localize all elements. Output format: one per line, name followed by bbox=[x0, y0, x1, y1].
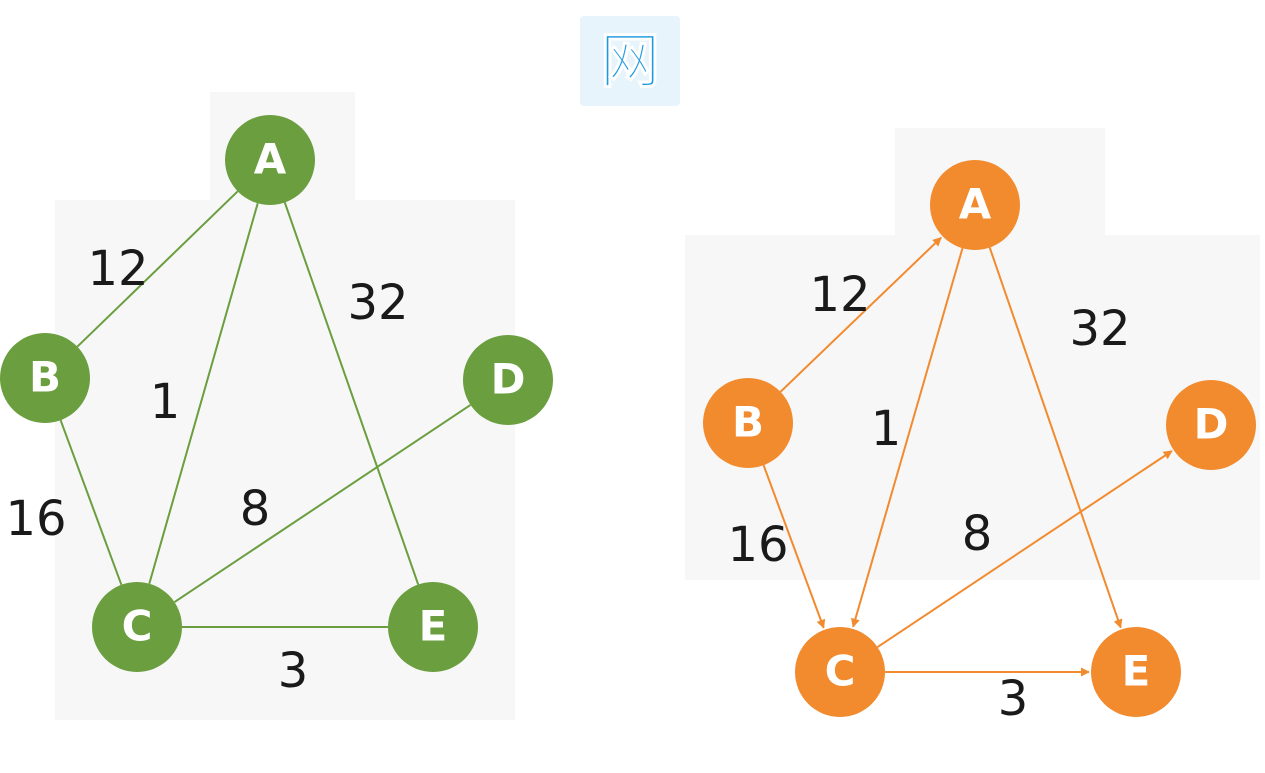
node-d-label: D bbox=[1194, 400, 1229, 449]
node-c: C bbox=[795, 627, 885, 717]
undirected-graph-edge-labels: 12 1 32 16 8 3 bbox=[5, 241, 408, 699]
node-a-circle bbox=[930, 160, 1020, 250]
directed-graph-edges bbox=[762, 236, 1173, 677]
node-d-label: D bbox=[491, 355, 526, 404]
directed-graph-edge-labels: 12 1 32 16 8 3 bbox=[727, 267, 1130, 727]
edge-b-a bbox=[76, 190, 239, 348]
edge-a-c bbox=[148, 203, 259, 584]
edge-b-c bbox=[59, 419, 123, 586]
node-b-label: B bbox=[29, 353, 61, 402]
node-b: B bbox=[0, 333, 90, 423]
edge-weight-c-d: 8 bbox=[962, 506, 993, 562]
edge-weight-a-e: 32 bbox=[347, 275, 408, 331]
node-a-label: A bbox=[254, 135, 287, 184]
edge-a-e bbox=[988, 247, 1123, 629]
edge-weight-b-c: 16 bbox=[727, 517, 788, 573]
edge-c-d bbox=[876, 450, 1173, 648]
node-b-circle bbox=[0, 333, 90, 423]
edge-weight-b-a: 12 bbox=[809, 267, 870, 323]
node-e-circle bbox=[388, 582, 478, 672]
edge-weight-a-e: 32 bbox=[1069, 301, 1130, 357]
edge-weight-b-c: 16 bbox=[5, 491, 66, 547]
node-d: D bbox=[1166, 380, 1256, 470]
edge-a-c bbox=[851, 247, 964, 628]
edge-weight-c-d: 8 bbox=[240, 481, 271, 537]
node-c-circle bbox=[92, 582, 182, 672]
node-e-circle bbox=[1091, 627, 1181, 717]
edge-weight-c-e: 3 bbox=[278, 643, 309, 699]
node-d-circle bbox=[1166, 380, 1256, 470]
edge-b-c bbox=[762, 464, 826, 629]
node-b-circle bbox=[703, 378, 793, 468]
node-e-label: E bbox=[1122, 647, 1151, 696]
logo: 网 bbox=[580, 16, 680, 106]
directed-graph-nodes: A B C D E bbox=[703, 160, 1256, 717]
undirected-graph-nodes: A B C D E bbox=[0, 115, 553, 672]
node-e-label: E bbox=[419, 602, 448, 651]
directed-graph: 12 1 32 16 8 3 A B C D E bbox=[703, 160, 1256, 727]
edge-b-a bbox=[779, 236, 942, 393]
edge-weight-b-a: 12 bbox=[87, 241, 148, 297]
node-c-label: C bbox=[122, 602, 153, 651]
logo-glyph: 网 bbox=[600, 27, 660, 97]
edge-weight-a-c: 1 bbox=[150, 374, 181, 430]
undirected-graph: 12 1 32 16 8 3 A B C D E bbox=[0, 115, 553, 699]
node-e: E bbox=[388, 582, 478, 672]
node-e: E bbox=[1091, 627, 1181, 717]
edge-c-d bbox=[173, 404, 472, 603]
edge-weight-c-e: 3 bbox=[998, 671, 1029, 727]
node-d: D bbox=[463, 335, 553, 425]
node-b: B bbox=[703, 378, 793, 468]
node-c: C bbox=[92, 582, 182, 672]
logo-background bbox=[580, 16, 680, 106]
node-a: A bbox=[930, 160, 1020, 250]
edge-a-e bbox=[283, 202, 420, 585]
node-a: A bbox=[225, 115, 315, 205]
node-a-circle bbox=[225, 115, 315, 205]
node-a-label: A bbox=[959, 180, 992, 229]
node-d-circle bbox=[463, 335, 553, 425]
node-c-circle bbox=[795, 627, 885, 717]
node-c-label: C bbox=[825, 647, 856, 696]
node-b-label: B bbox=[732, 398, 764, 447]
undirected-graph-edges bbox=[59, 190, 472, 628]
edge-weight-a-c: 1 bbox=[871, 401, 902, 457]
